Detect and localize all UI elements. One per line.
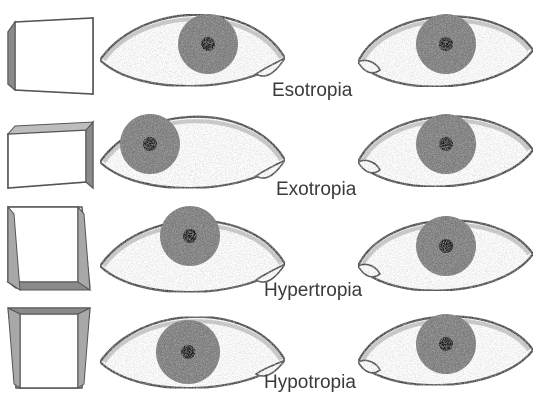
left-eye-esotropia [100,14,285,86]
label-esotropia: Esotropia [272,80,353,101]
box-icon-hypotropia [8,308,90,388]
label-hypertropia: Hypertropia [264,280,363,301]
box-icon-exotropia [8,122,93,188]
left-eye-hypertropia [100,206,285,292]
label-hypotropia: Hypotropia [264,372,356,393]
pupil-right-esotropia [439,37,453,51]
row-exotropia: Exotropia [8,114,533,200]
right-eye-hypertropia [358,216,533,291]
row-hypotropia: Hypotropia [8,308,533,393]
box-icon-esotropia [8,18,93,94]
pupil-left-hypertropia [183,229,197,243]
pupil-right-hypotropia [439,337,453,351]
right-eye-esotropia [358,14,533,87]
pupil-right-exotropia [439,137,453,151]
row-esotropia: Esotropia [8,14,533,101]
pupil-right-hypertropia [439,239,453,253]
left-eye-hypotropia [100,317,285,388]
row-hypertropia: Hypertropia [8,206,533,301]
pupil-left-esotropia [201,37,215,51]
label-exotropia: Exotropia [276,179,357,200]
right-eye-exotropia [358,114,533,187]
right-eye-hypotropia [358,314,533,385]
box-icon-hypertropia [8,207,90,290]
pupil-left-exotropia [143,137,157,151]
left-eye-exotropia [100,114,285,188]
pupil-left-hypotropia [181,345,195,359]
